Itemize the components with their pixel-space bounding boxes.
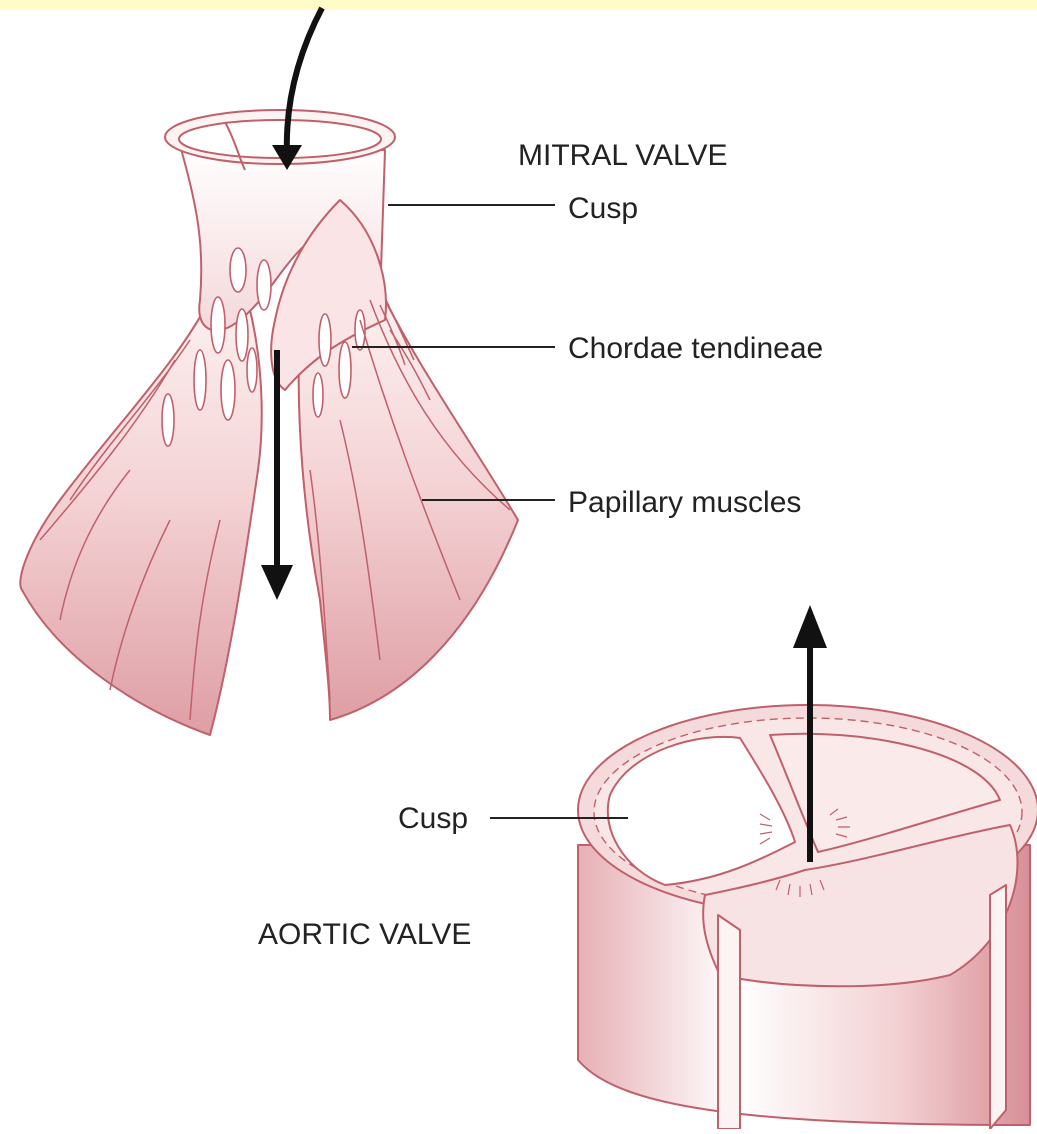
- label-mitral-valve: MITRAL VALVE: [518, 139, 728, 172]
- label-chordae-tendineae: Chordae tendineae: [568, 332, 823, 365]
- label-mitral-cusp: Cusp: [568, 192, 638, 225]
- top-band: [0, 0, 1037, 10]
- label-aortic-cusp: Cusp: [398, 802, 468, 835]
- label-aortic-valve: AORTIC VALVE: [258, 918, 471, 951]
- aortic-wall-cut-right: [990, 885, 1006, 1129]
- label-papillary-muscles: Papillary muscles: [568, 486, 801, 519]
- mitral-valve-illustration: [20, 110, 518, 735]
- right-papillary-muscle: [299, 290, 518, 720]
- aortic-wall-cut-left: [718, 915, 740, 1129]
